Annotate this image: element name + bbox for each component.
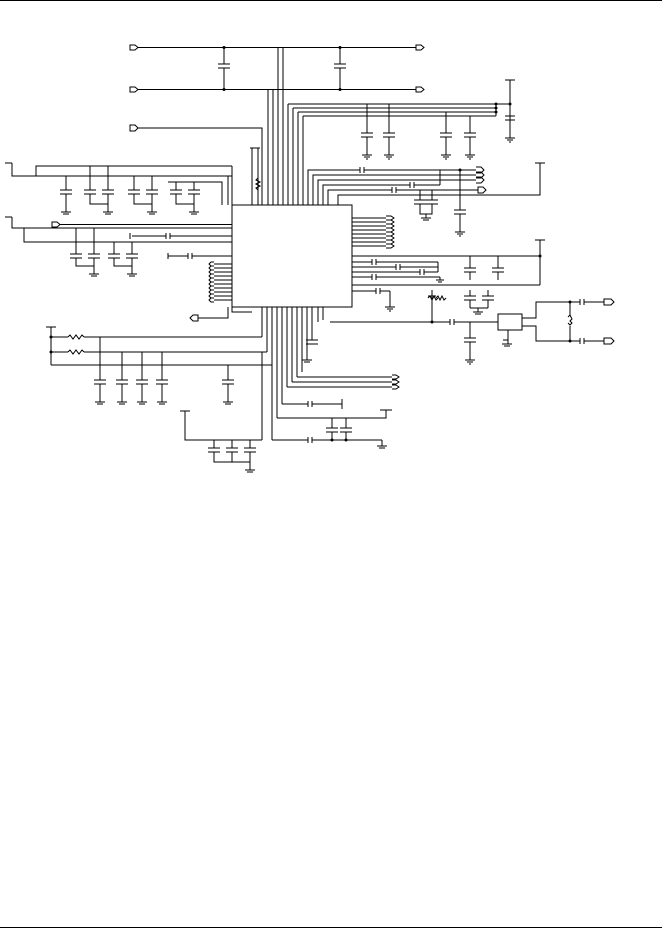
port-arrow-icon bbox=[603, 337, 615, 345]
port-arrow-icon bbox=[129, 86, 139, 93]
port-arrow-icon bbox=[208, 297, 214, 303]
port-arrow-icon bbox=[208, 265, 214, 271]
port-arrow-icon bbox=[208, 289, 214, 295]
port-arrow-icon bbox=[208, 285, 214, 291]
resistor-icon bbox=[67, 334, 85, 340]
capacitor-icon bbox=[464, 116, 476, 160]
right-middle-section bbox=[352, 239, 545, 312]
main-ic-body bbox=[231, 204, 353, 308]
bottom-power-block bbox=[180, 352, 263, 473]
port-arrow-icon bbox=[415, 86, 425, 93]
resistor-icon bbox=[435, 294, 447, 302]
port-arrow-icon bbox=[386, 227, 395, 233]
top-resistor bbox=[250, 147, 262, 205]
port-arrow-icon bbox=[386, 231, 395, 237]
port-arrow-icon bbox=[208, 261, 214, 267]
port-arrow-icon bbox=[386, 239, 395, 245]
port-arrow-icon bbox=[386, 223, 395, 229]
port-arrow-icon bbox=[476, 171, 485, 179]
port-arrow-icon bbox=[603, 298, 615, 306]
right-upper-section bbox=[307, 162, 545, 237]
resistor-icon bbox=[67, 349, 85, 355]
port-arrow-icon bbox=[392, 379, 400, 385]
bottom-border-line bbox=[0, 927, 662, 928]
left-pin-bundle bbox=[189, 261, 252, 322]
left-upper-section bbox=[5, 162, 233, 277]
port-arrow-icon bbox=[415, 44, 425, 51]
top-right-decoupling bbox=[287, 79, 515, 205]
port-arrow-icon bbox=[386, 219, 395, 225]
port-arrow-icon bbox=[392, 384, 400, 390]
inductor-icon bbox=[567, 314, 573, 326]
port-arrow-icon bbox=[189, 314, 199, 322]
port-arrow-icon bbox=[129, 44, 139, 51]
port-arrow-icon bbox=[476, 166, 485, 174]
resistor-icon bbox=[254, 177, 262, 191]
bottom-bus bbox=[271, 307, 400, 449]
port-arrow-icon bbox=[51, 221, 61, 228]
capacitor-icon bbox=[440, 112, 452, 160]
top-power-section bbox=[129, 44, 425, 205]
port-arrow-icon bbox=[477, 186, 487, 194]
port-arrow-icon bbox=[386, 235, 395, 241]
rf-module-block bbox=[497, 313, 523, 331]
resistor-icon bbox=[427, 294, 439, 302]
port-arrow-icon bbox=[208, 269, 214, 275]
rf-section bbox=[330, 290, 615, 365]
left-lower-section bbox=[46, 307, 273, 405]
capacitor-icon bbox=[383, 104, 395, 160]
port-arrow-icon bbox=[476, 176, 485, 184]
port-arrow-icon bbox=[129, 124, 139, 132]
port-arrow-icon bbox=[386, 215, 395, 221]
port-arrow-icon bbox=[208, 293, 214, 299]
right-pin-connectors bbox=[352, 215, 395, 249]
port-arrow-icon bbox=[208, 281, 214, 287]
port-arrow-icon bbox=[386, 243, 395, 249]
top-border-line bbox=[0, 0, 662, 1]
port-arrow-icon bbox=[392, 374, 400, 380]
port-arrow-icon bbox=[208, 273, 214, 279]
capacitor-icon bbox=[361, 104, 373, 160]
port-arrow-icon bbox=[208, 277, 214, 283]
